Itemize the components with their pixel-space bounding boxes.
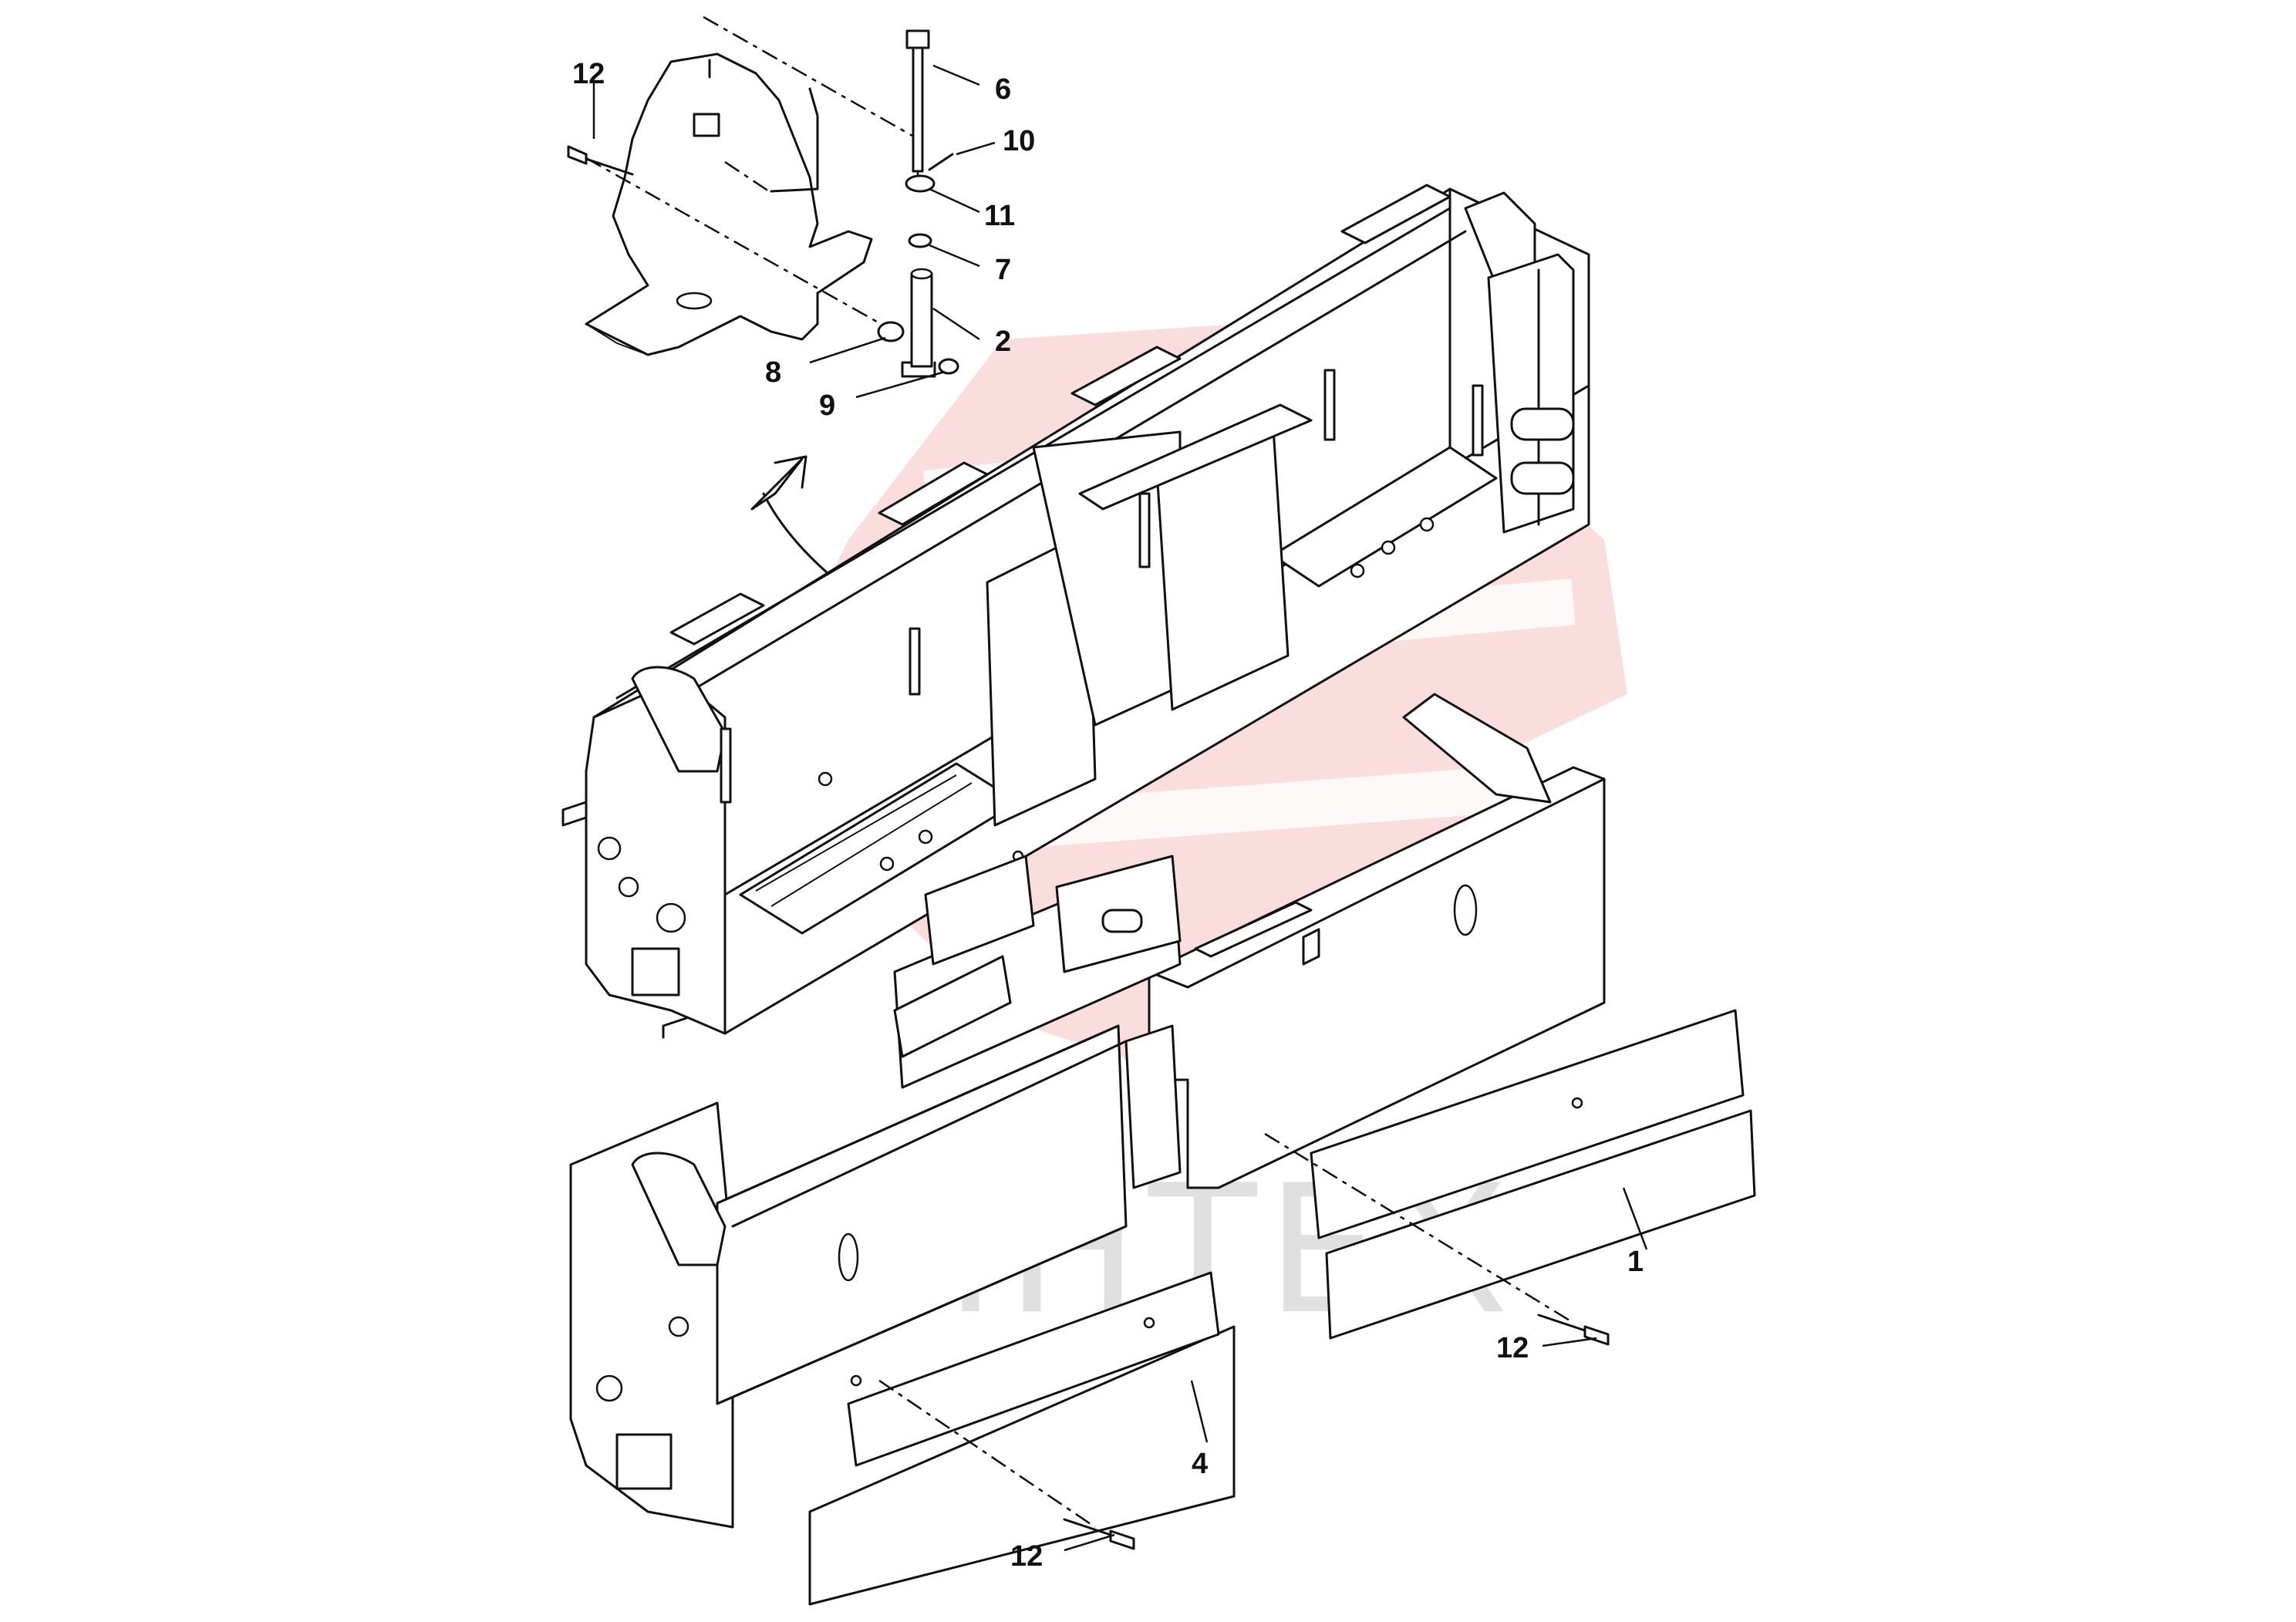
main-frame-assembly xyxy=(561,184,1590,1039)
callout-10: 10 xyxy=(1003,125,1035,157)
callout-9: 9 xyxy=(819,389,835,422)
lower-left-frame xyxy=(569,855,1610,1606)
callout-12-bottom: 12 xyxy=(1010,1540,1043,1573)
callout-12-right: 12 xyxy=(1496,1332,1529,1364)
callout-7: 7 xyxy=(995,254,1011,286)
callout-labels: 12 6 10 11 7 2 8 9 1 12 4 12 xyxy=(572,58,1644,1573)
callout-1: 1 xyxy=(1627,1246,1644,1278)
callout-8: 8 xyxy=(765,356,781,389)
callout-6: 6 xyxy=(995,73,1011,106)
callout-11: 11 xyxy=(984,200,1015,232)
callout-12-top: 12 xyxy=(572,58,605,90)
callout-4: 4 xyxy=(1192,1448,1208,1480)
leader-lines xyxy=(592,64,1648,1552)
lower-right-frame xyxy=(893,693,1756,1340)
callout-2: 2 xyxy=(995,325,1011,358)
detail-inset xyxy=(567,15,959,634)
